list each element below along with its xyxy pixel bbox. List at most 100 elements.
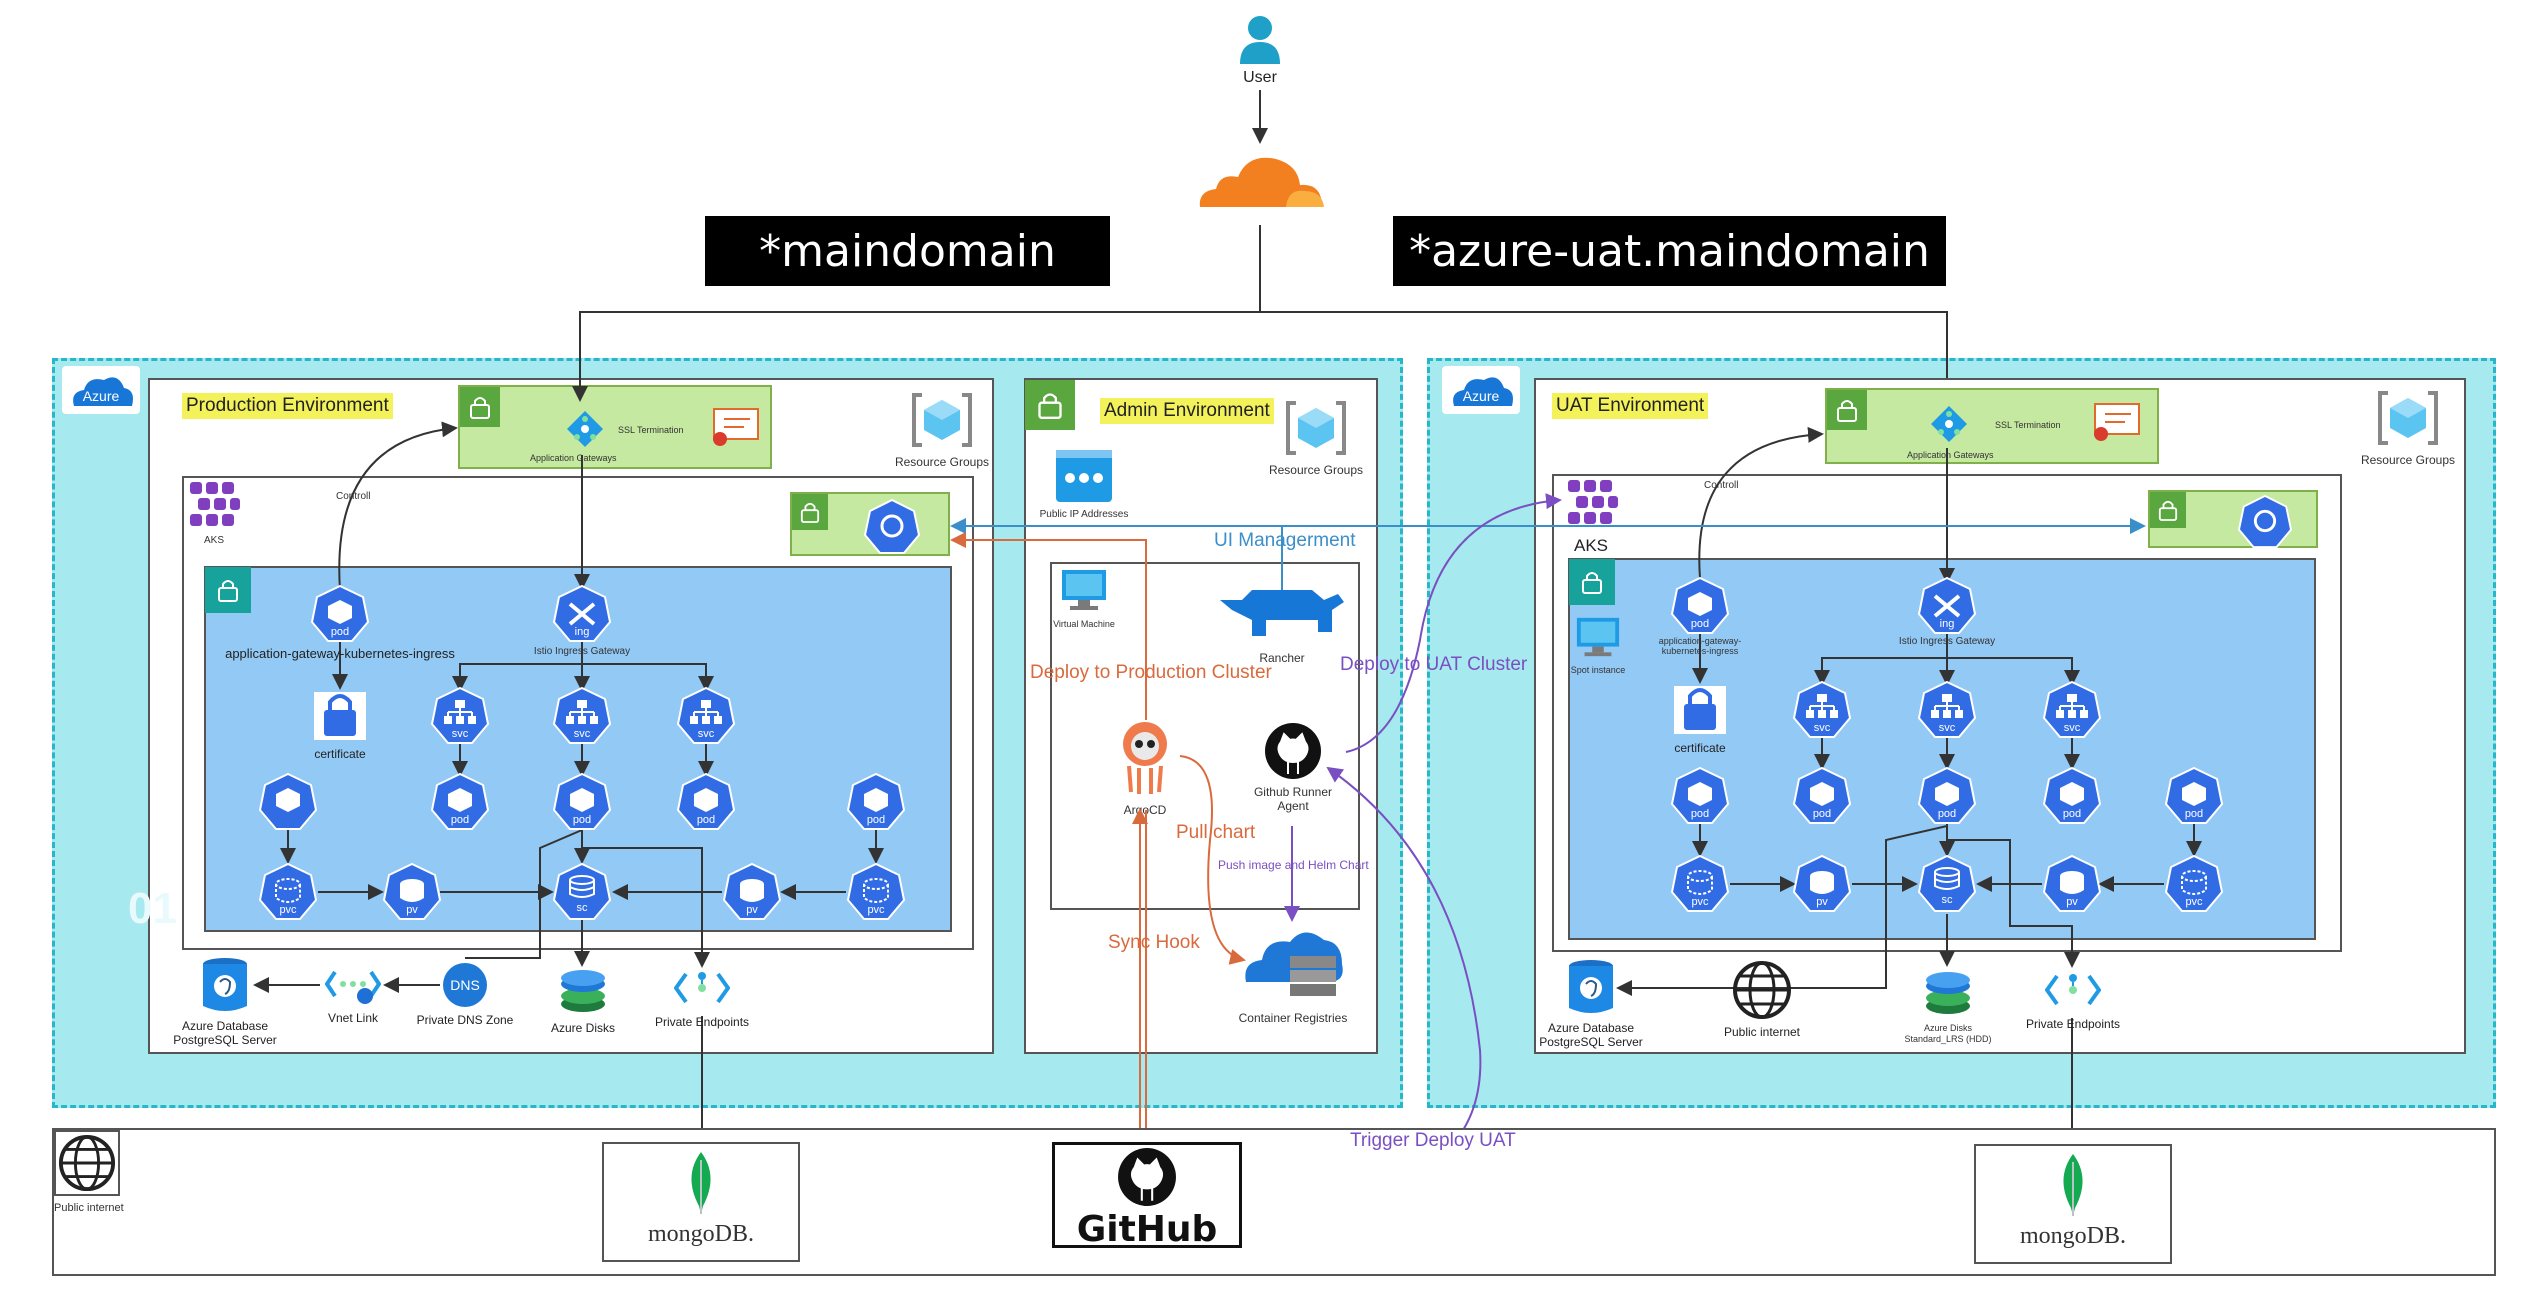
admin-argocd: ArgoCD xyxy=(1110,720,1180,817)
uat-pv-left: pv xyxy=(1792,854,1852,914)
uat-private-endpoints: Private Endpoints xyxy=(2016,968,2130,1042)
pvc-label: pvc xyxy=(279,904,297,916)
pod-icon xyxy=(2164,766,2224,824)
private-endpoints-label: Private Endpoints xyxy=(2025,1017,2121,1031)
postgres-label: Azure Database PostgreSQL Server xyxy=(1539,1021,1643,1049)
prod-mongodb: mongoDB. xyxy=(602,1142,800,1262)
deploy-uat-label: Deploy to UAT Cluster xyxy=(1340,654,1528,675)
public-ip-label: Public IP Addresses xyxy=(1039,509,1129,520)
pull-chart-label: Pull chart xyxy=(1176,822,1256,843)
rancher-icon xyxy=(1220,590,1344,636)
pod-label: pod xyxy=(330,626,350,638)
resource-groups-icon xyxy=(1286,401,1346,455)
uat-public-internet: Public internet xyxy=(1712,960,1812,1044)
public-internet-label: Public internet xyxy=(1723,1025,1801,1039)
pod-icon xyxy=(430,772,490,830)
ingress-icon xyxy=(1917,576,1977,634)
pvc-icon xyxy=(1670,854,1730,912)
user-icon xyxy=(1240,16,1280,64)
admin-rancher: Rancher xyxy=(1212,580,1352,665)
uat-agic-label: application-gateway- kubernetes-ingress xyxy=(1658,636,1742,656)
vnet-link-label: Vnet Link xyxy=(327,1011,379,1025)
prod-controll-label: Controll xyxy=(336,491,371,502)
app-gateway-icon xyxy=(567,411,603,447)
resource-groups-label: Resource Groups xyxy=(2360,453,2456,467)
prod-ingress: ing xyxy=(552,584,612,644)
uat-aks-label: AKS xyxy=(1574,536,1609,555)
prod-vnet-link: Vnet Link xyxy=(318,962,388,1032)
pvc-label: pvc xyxy=(867,904,885,916)
pvc-icon xyxy=(846,862,906,920)
cloudflare-icon xyxy=(1199,157,1324,207)
sc-icon xyxy=(1917,854,1977,912)
pod-label: pod xyxy=(1690,808,1710,820)
uat-svc-2: svc xyxy=(1917,680,1977,740)
pv-label: pv xyxy=(406,904,418,916)
uat-svc-1: svc xyxy=(1792,680,1852,740)
domain-uat-label: *azure-uat.maindomain xyxy=(1393,216,1946,286)
azure-cloud-icon: Azure xyxy=(1453,377,1513,406)
sync-hook-label: Sync Hook xyxy=(1108,932,1200,953)
pvc-label: pvc xyxy=(2185,896,2203,908)
svc-label: svc xyxy=(451,728,469,740)
virtual-machine-label: Virtual Machine xyxy=(1053,619,1115,629)
prod-pvc-right: pvc xyxy=(846,862,906,922)
uat-pod-e: pod xyxy=(2164,766,2224,826)
prod-svc-2: svc xyxy=(552,686,612,746)
admin-container-registries: Container Registries xyxy=(1228,922,1358,1032)
rancher-label: Rancher xyxy=(1259,651,1305,665)
lock-icon xyxy=(460,387,500,427)
pod-label: pod xyxy=(1812,808,1832,820)
uat-pvc-left: pvc xyxy=(1670,854,1730,914)
svc-icon xyxy=(552,686,612,744)
prod-pv-right: pv xyxy=(722,862,782,922)
prod-agic-pod: pod xyxy=(310,584,370,644)
svc-icon xyxy=(2042,680,2102,738)
uat-pv-right: pv xyxy=(2042,854,2102,914)
argocd-icon xyxy=(1123,722,1167,794)
deploy-prod-label: Deploy to Production Cluster xyxy=(1030,662,1272,683)
prod-svc-3: svc xyxy=(676,686,736,746)
prod-pv-left: pv xyxy=(382,862,442,922)
pv-label: pv xyxy=(2066,896,2078,908)
virtual-machine-icon xyxy=(1062,570,1106,610)
certificate-lock-icon xyxy=(1674,686,1726,734)
pod-icon xyxy=(1792,766,1852,824)
uat-svc-3: svc xyxy=(2042,680,2102,740)
container-registries-label: Container Registries xyxy=(1238,1011,1348,1025)
globe-icon xyxy=(1733,961,1791,1019)
user-node: User xyxy=(1225,10,1295,90)
pod-label: pod xyxy=(1690,618,1710,630)
uat-certificate: certificate xyxy=(1670,684,1730,755)
pod-icon xyxy=(1670,576,1730,634)
prod-app-gateway: SSL Termination Application Gateways xyxy=(458,385,772,469)
push-image-label: Push image and Helm Chart xyxy=(1218,858,1369,872)
admin-resource-groups: Resource Groups xyxy=(1266,398,1366,478)
prod-azure-disks: Azure Disks xyxy=(545,966,621,1040)
runner-label: Github Runner Agent xyxy=(1253,785,1333,813)
pvc-icon xyxy=(258,862,318,920)
prod-pod-a xyxy=(258,772,318,832)
github-icon xyxy=(1265,723,1321,779)
spot-label: Spot instance xyxy=(1570,665,1626,675)
private-endpoints-icon xyxy=(673,972,731,1004)
pv-icon xyxy=(722,862,782,920)
lock-icon xyxy=(1569,559,1615,605)
svc-label: svc xyxy=(573,728,591,740)
user-label: User xyxy=(1243,69,1277,86)
admin-public-ip: Public IP Addresses xyxy=(1034,448,1134,524)
azure-label-uat: Azure xyxy=(1463,388,1500,404)
pod-icon xyxy=(1670,766,1730,824)
uat-node-group xyxy=(2148,490,2318,548)
prod-private-endpoints: Private Endpoints xyxy=(645,966,759,1036)
pod-label: pod xyxy=(2184,808,2204,820)
private-endpoints-label: Private Endpoints xyxy=(654,1015,750,1029)
uat-azure-disks: Azure Disks Standard_LRS (HDD) xyxy=(1896,968,2000,1052)
pod-icon xyxy=(1917,766,1977,824)
mongodb-leaf-icon xyxy=(691,1152,711,1214)
uat-resource-groups: Resource Groups xyxy=(2358,388,2458,468)
resource-groups-label: Resource Groups xyxy=(894,455,990,469)
uat-env-title: UAT Environment xyxy=(1552,393,1709,419)
